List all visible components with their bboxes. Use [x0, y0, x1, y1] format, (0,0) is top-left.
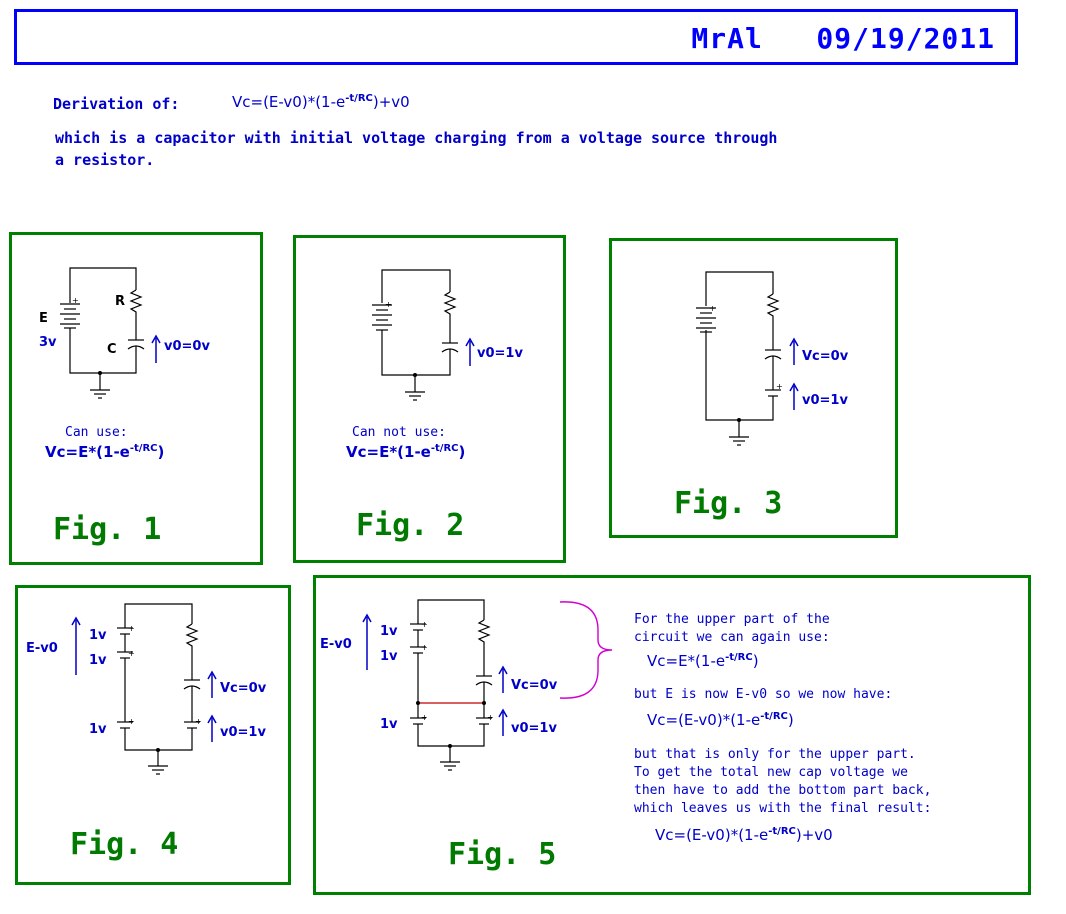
fig5-note3-line4: which leaves us with the final result:	[634, 801, 932, 816]
svg-text:+: +	[487, 713, 494, 722]
fig5-formula3-tail: )+v0	[795, 826, 833, 844]
fig3-title: Fig. 3	[674, 486, 783, 521]
fig1-formula-tail: )	[157, 443, 165, 461]
svg-text:+: +	[776, 382, 783, 391]
fig5-formula1-body: Vc=E*(1-e	[647, 652, 726, 670]
fig2-formula: Vc=E*(1-e-t/RC)	[346, 443, 465, 461]
fig5-formula2-body: Vc=(E-v0)*(1-e	[647, 711, 761, 729]
fig2-title: Fig. 2	[356, 508, 465, 543]
fig5-note1-line1: For the upper part of the	[634, 612, 830, 627]
fig3-label-v0: v0=1v	[802, 393, 848, 408]
fig1-formula: Vc=E*(1-e-t/RC)	[45, 443, 164, 461]
fig5-formula3-body: Vc=(E-v0)*(1-e	[655, 826, 769, 844]
fig5-note1-line2: circuit we can again use:	[634, 630, 830, 645]
fig5-label-vc: Vc=0v	[511, 678, 558, 693]
fig1-label-E: E	[39, 311, 48, 326]
fig5-formula3-exponent: -t/RC	[768, 826, 796, 837]
fig5-label-1v-bottom: 1v	[380, 717, 398, 732]
main-formula-exponent: -t/RC	[345, 93, 373, 104]
svg-text:+: +	[128, 624, 135, 633]
fig5-note3-line1: but that is only for the upper part.	[634, 747, 916, 762]
fig4-label-1v-mid: 1v	[89, 653, 107, 668]
fig5-formula2-tail: )	[787, 711, 794, 729]
main-formula-tail: )+v0	[372, 93, 410, 111]
svg-text:+: +	[72, 296, 79, 305]
svg-text:+: +	[421, 620, 428, 629]
fig3-label-vc: Vc=0v	[802, 349, 849, 364]
fig4-label-vc: Vc=0v	[220, 681, 267, 696]
svg-text:+: +	[385, 300, 392, 309]
fig5-label-1v-top: 1v	[380, 624, 398, 639]
fig5-formula1-tail: )	[752, 652, 759, 670]
main-formula: Vc=(E-v0)*(1-e-t/RC)+v0	[232, 93, 410, 111]
fig2-formula-exponent: -t/RC	[430, 443, 459, 454]
header-date: 09/19/2011	[816, 22, 995, 55]
fig5-title: Fig. 5	[448, 837, 557, 872]
fig1-formula-exponent: -t/RC	[129, 443, 158, 454]
fig5-formula3: Vc=(E-v0)*(1-e-t/RC)+v0	[655, 826, 833, 844]
main-formula-body: Vc=(E-v0)*(1-e	[232, 93, 346, 111]
fig2-formula-body: Vc=E*(1-e	[346, 443, 431, 461]
fig1-panel	[9, 232, 263, 565]
fig5-formula2: Vc=(E-v0)*(1-e-t/RC)	[647, 711, 794, 729]
description-line-2: a resistor.	[55, 151, 155, 169]
fig1-label-v0: v0=0v	[164, 339, 210, 354]
svg-text:+: +	[421, 713, 428, 722]
fig5-note3-line3: then have to add the bottom part back,	[634, 783, 932, 798]
svg-text:+: +	[709, 304, 716, 313]
fig1-formula-body: Vc=E*(1-e	[45, 443, 130, 461]
fig4-label-E: E-v0	[26, 641, 58, 656]
fig5-formula2-exponent: -t/RC	[760, 711, 788, 722]
fig1-label-C: C	[107, 342, 117, 357]
fig5-label-E: E-v0	[320, 637, 352, 652]
fig5-label-1v-mid: 1v	[380, 649, 398, 664]
fig4-label-1v-top: 1v	[89, 628, 107, 643]
fig4-title: Fig. 4	[70, 827, 179, 862]
svg-text:+: +	[195, 717, 202, 726]
fig4-panel	[15, 585, 291, 885]
fig1-label-R: R	[115, 294, 125, 309]
fig1-label-E-value: 3v	[39, 335, 57, 350]
svg-text:+: +	[128, 649, 135, 658]
fig5-label-v0: v0=1v	[511, 721, 557, 736]
fig5-brace	[559, 601, 613, 699]
header-text: MrAl 09/19/2011	[691, 22, 995, 55]
svg-text:+: +	[128, 717, 135, 726]
fig2-caption: Can not use:	[352, 425, 446, 440]
fig5-formula1-exponent: -t/RC	[725, 652, 753, 663]
fig5-formula1: Vc=E*(1-e-t/RC)	[647, 652, 759, 670]
fig4-label-v0: v0=1v	[220, 725, 266, 740]
fig5-panel	[313, 575, 1031, 895]
fig5-note2: but E is now E-v0 so we now have:	[634, 687, 893, 702]
fig2-formula-tail: )	[458, 443, 466, 461]
derivation-prefix: Derivation of:	[53, 95, 180, 113]
fig5-note3-line2: To get the total new cap voltage we	[634, 765, 908, 780]
svg-text:+: +	[421, 643, 428, 652]
fig2-panel	[293, 235, 566, 563]
header-author: MrAl	[691, 22, 763, 55]
header-box: MrAl 09/19/2011	[14, 9, 1018, 65]
fig1-caption: Can use:	[65, 425, 128, 440]
fig4-label-1v-bottom: 1v	[89, 722, 107, 737]
fig3-panel	[609, 238, 898, 538]
description-line-1: which is a capacitor with initial voltag…	[55, 129, 778, 147]
fig2-label-v0: v0=1v	[477, 346, 523, 361]
fig1-title: Fig. 1	[53, 512, 162, 547]
